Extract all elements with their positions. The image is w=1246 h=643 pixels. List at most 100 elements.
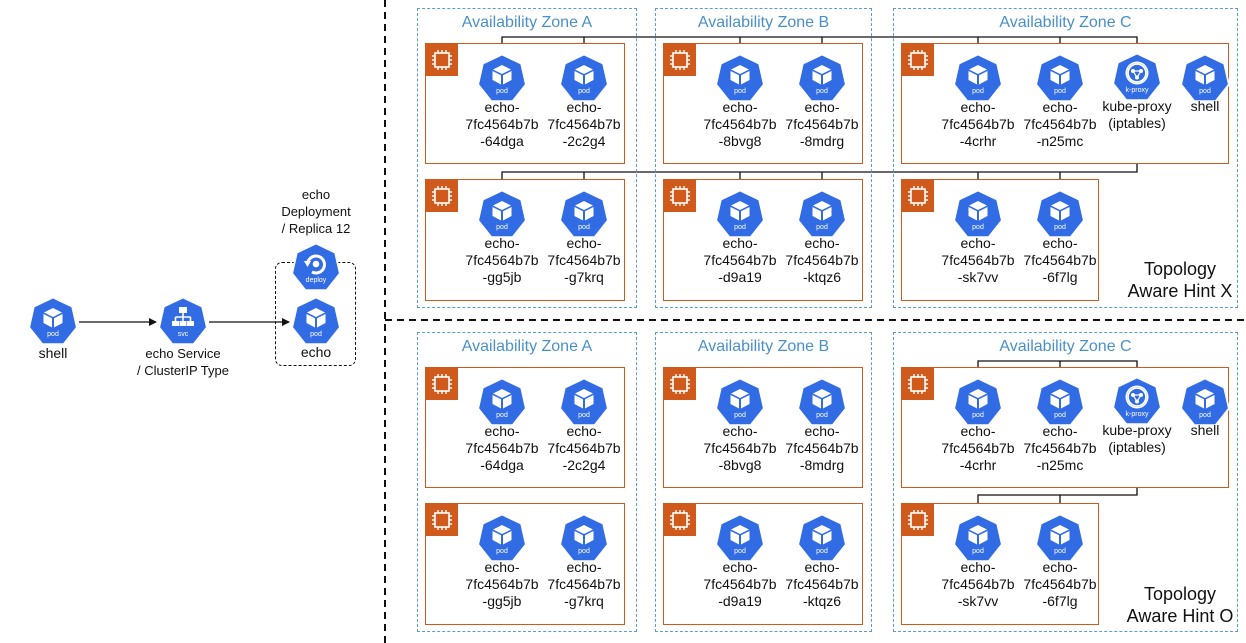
- echo-pod-label-line: echo-: [1042, 99, 1078, 115]
- topology-hint-line: Topology: [1143, 584, 1217, 604]
- svg-text:pod: pod: [972, 224, 984, 231]
- kube-proxy-label-line: (iptables): [1108, 115, 1166, 131]
- node-chip-icon: [664, 504, 696, 536]
- shell-label-line: shell: [1190, 422, 1220, 438]
- svg-text:pod: pod: [1199, 88, 1211, 95]
- availability-zone: Availability Zone A: [417, 332, 637, 632]
- shell-label-line: shell: [38, 345, 68, 361]
- shell-label: shell: [1145, 422, 1246, 439]
- echo-pod-label: echo-7fc4564b7b-4crhr: [918, 99, 1038, 150]
- svg-text:pod: pod: [1054, 88, 1066, 95]
- node-chip-icon: [902, 368, 934, 400]
- echo-pod-label-line: echo-: [722, 235, 758, 251]
- echo-pod-label-line: -8bvg8: [718, 457, 762, 473]
- echo-pod-label-line: 7fc4564b7b: [703, 116, 777, 132]
- svg-text:pod: pod: [1199, 412, 1211, 419]
- echo-pod-label: echo-7fc4564b7b-g7krq: [524, 559, 644, 610]
- echo-pod-label: echo-7fc4564b7b-sk7vv: [918, 559, 1038, 610]
- echo-label: echo: [256, 344, 376, 361]
- svg-text:pod: pod: [734, 88, 746, 95]
- availability-zone: Availability Zone C: [893, 332, 1238, 632]
- echo-pod-label: echo-7fc4564b7b-sk7vv: [918, 235, 1038, 286]
- echo-pod-label-line: -gg5jb: [482, 593, 522, 609]
- echo-pod-label-line: -ktqz6: [802, 269, 842, 285]
- svg-text:pod: pod: [578, 412, 590, 419]
- echo-pod-label-line: echo-: [484, 99, 520, 115]
- echo-pod-label-line: echo-: [566, 235, 602, 251]
- svg-text:pod: pod: [496, 412, 508, 419]
- echo-pod-label-line: -2c2g4: [562, 457, 606, 473]
- svg-text:pod: pod: [972, 548, 984, 555]
- echo-pod-icon: pod: [952, 53, 1004, 105]
- echo-pod-label-line: 7fc4564b7b: [941, 576, 1015, 592]
- svg-text:pod: pod: [816, 224, 828, 231]
- shell-pod-icon: pod: [27, 296, 79, 348]
- svg-text:pod: pod: [734, 224, 746, 231]
- echo-pod-icon: pod: [714, 189, 766, 241]
- echo-pod-label-line: echo-: [722, 423, 758, 439]
- echo-pod-icon: pod: [952, 377, 1004, 429]
- echo-pod-icon: pod: [796, 189, 848, 241]
- echo-pod-label: echo-7fc4564b7b-n25mc: [1000, 423, 1120, 474]
- node-chip-icon: [426, 180, 458, 212]
- kube-proxy-label-line: kube-proxy: [1102, 422, 1172, 438]
- echo-pod-icon: pod: [476, 513, 528, 565]
- echo-pod-label-line: 7fc4564b7b: [547, 116, 621, 132]
- worker-node: [901, 367, 1229, 488]
- echo-pod-label-line: -8bvg8: [718, 133, 762, 149]
- svg-text:pod: pod: [1054, 412, 1066, 419]
- echo-pod-label: echo-7fc4564b7b-ktqz6: [762, 235, 882, 286]
- shell-label-line: shell: [1190, 98, 1220, 114]
- node-chip-icon: [426, 44, 458, 76]
- echo-pod-icon: pod: [714, 53, 766, 105]
- echo-pod-label-line: echo-: [1042, 559, 1078, 575]
- echo-pod-label-line: echo-: [566, 559, 602, 575]
- echo-pod-icon: pod: [1034, 53, 1086, 105]
- echo-pod-label-line: -gg5jb: [482, 269, 522, 285]
- echo-pod-label: echo-7fc4564b7b-gg5jb: [442, 559, 562, 610]
- echo-pod-label-line: -ktqz6: [802, 593, 842, 609]
- echo-pod-icon: pod: [1034, 377, 1086, 429]
- svg-text:pod: pod: [816, 412, 828, 419]
- echo-pod-label-line: 7fc4564b7b: [547, 440, 621, 456]
- echo-pod-label-line: 7fc4564b7b: [465, 116, 539, 132]
- availability-zone-label: Availability Zone C: [999, 338, 1132, 355]
- node-chip-icon: [426, 368, 458, 400]
- echo-pod-label-line: 7fc4564b7b: [785, 252, 859, 268]
- echo-pod-label-line: echo-: [722, 559, 758, 575]
- echo-label-line: echo: [300, 344, 332, 360]
- echo-pod-label: echo-7fc4564b7b-gg5jb: [442, 235, 562, 286]
- echo-pod-label-line: 7fc4564b7b: [465, 252, 539, 268]
- echo-pod-label-line: -64dga: [480, 457, 524, 473]
- svg-text:k-proxy: k-proxy: [1126, 411, 1149, 418]
- svg-text:pod: pod: [972, 88, 984, 95]
- node-chip-icon: [902, 504, 934, 536]
- availability-zone-label: Availability Zone B: [697, 338, 830, 355]
- svg-text:pod: pod: [972, 412, 984, 419]
- echo-pod-label-line: echo-: [804, 235, 840, 251]
- echo-pod-label: echo-7fc4564b7b-2c2g4: [524, 99, 644, 150]
- echo-pod-label-line: -64dga: [480, 133, 524, 149]
- echo-pod-label-line: 7fc4564b7b: [785, 440, 859, 456]
- echo-pod-label-line: echo-: [804, 99, 840, 115]
- topology-hint-line: Aware Hint O: [1126, 606, 1234, 626]
- echo-pod-label-line: -n25mc: [1036, 133, 1084, 149]
- svg-text:pod: pod: [734, 548, 746, 555]
- node-chip-icon: [426, 504, 458, 536]
- echo-pod-label-line: -6f7lg: [1042, 593, 1078, 609]
- echo-pod-label: echo-7fc4564b7b-8bvg8: [680, 423, 800, 474]
- echo-pod-icon: pod: [796, 377, 848, 429]
- deployment-label-line: Deployment: [281, 204, 351, 219]
- service-icon: svc: [157, 296, 209, 348]
- echo-pod-icon: pod: [1034, 189, 1086, 241]
- echo-pod-label-line: echo-: [484, 235, 520, 251]
- availability-zone: Availability Zone B: [655, 8, 872, 308]
- kube-proxy-label-line: (iptables): [1108, 439, 1166, 455]
- echo-pod-label-line: -d9a19: [718, 269, 762, 285]
- svg-text:pod: pod: [578, 88, 590, 95]
- node-chip-icon: [664, 180, 696, 212]
- worker-node: [901, 43, 1229, 164]
- svg-text:pod: pod: [734, 412, 746, 419]
- echo-pod-label: echo-7fc4564b7b-n25mc: [1000, 99, 1120, 150]
